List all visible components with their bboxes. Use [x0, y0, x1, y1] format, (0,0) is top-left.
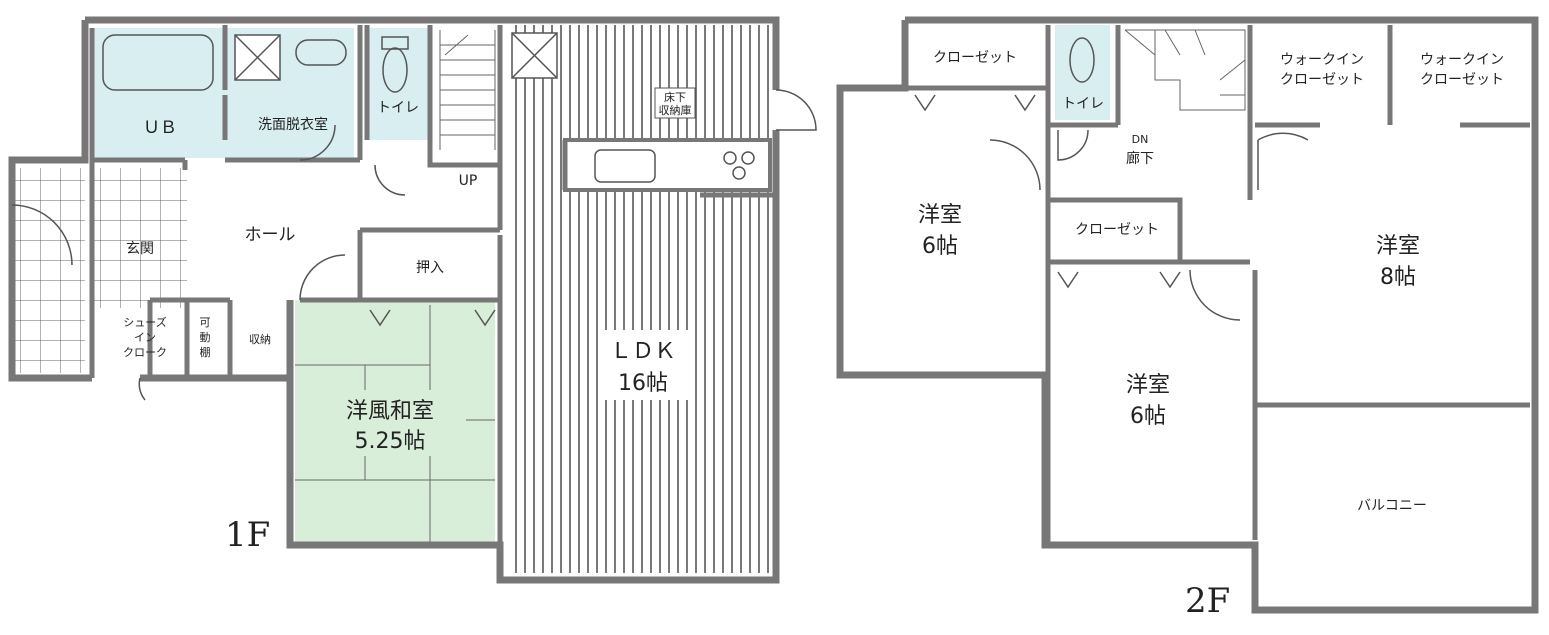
walkin-a-label-1: ウォークイン	[1280, 52, 1364, 68]
shoes-closet-label-1: シューズ	[123, 315, 166, 329]
stove-icon	[723, 151, 755, 180]
room-east-size: 8帖	[1380, 265, 1416, 290]
closet-marker-right	[474, 309, 496, 327]
washroom-label: 洗面脱衣室	[258, 116, 328, 133]
entrance-step-tiles	[92, 168, 187, 308]
stairs-2f	[1124, 29, 1246, 111]
floor-2-label: 2F	[1185, 581, 1230, 621]
hall-label: ホール	[245, 225, 296, 245]
movable-shelf-label-2: 動	[200, 330, 211, 344]
doors-2f	[989, 129, 1309, 321]
floor-1-label: 1F	[225, 515, 270, 555]
doors-1f	[11, 89, 817, 401]
toilet-2f-label: トイレ	[1062, 96, 1104, 112]
japanese-room-name: 洋風和室	[346, 399, 434, 424]
toilet-1f-tank	[381, 36, 409, 50]
underfloor-storage-label-1: 床下	[664, 90, 686, 104]
walkin-a-label-2: クローゼット	[1280, 72, 1364, 88]
ldk-name: ＬＤＫ	[610, 339, 676, 364]
exterior-wall-2f	[836, 16, 1539, 614]
closet-b-label: クローゼット	[1075, 222, 1159, 238]
toilet-2f-fill	[1055, 25, 1110, 120]
ldk-floor	[510, 25, 772, 573]
kitchen-sink	[594, 149, 656, 183]
closet-2f-marker-a	[914, 94, 1036, 112]
washbasin	[295, 39, 347, 66]
toilet-1f-label: トイレ	[377, 100, 419, 116]
corridor-label: 廊下	[1126, 150, 1154, 167]
movable-shelf-label-3: 棚	[200, 345, 211, 359]
storage-label: 収納	[249, 333, 271, 346]
stairs-1f	[439, 30, 496, 150]
entrance-tiles	[15, 168, 85, 373]
closet-2f-marker-b	[1057, 271, 1181, 289]
shoes-closet-label-3: クローク	[123, 346, 167, 359]
walkin-b-label-2: クローゼット	[1420, 72, 1504, 88]
floor-2: クローゼット トイレ ウォークイン クローゼット ウォークイン クローゼット D…	[836, 16, 1539, 621]
closet-a-label: クローゼット	[933, 50, 1017, 66]
japanese-room-size: 5.25帖	[355, 429, 426, 454]
room-west-size: 6帖	[922, 234, 958, 259]
room-west-name: 洋室	[918, 203, 962, 228]
bathtub	[102, 34, 214, 91]
closet-marker-left	[369, 309, 391, 327]
underfloor-storage-box	[654, 87, 696, 119]
walkin-b-label-1: ウォークイン	[1420, 52, 1504, 68]
floor-1: 床下 収納庫	[8, 16, 817, 584]
entrance-label: 玄関	[126, 240, 154, 257]
room-center-name: 洋室	[1126, 373, 1170, 398]
up-label: UP	[459, 173, 478, 189]
toilet-2f-bowl	[1069, 37, 1095, 83]
room-center-size: 6帖	[1130, 404, 1166, 429]
toilet-1f-bowl	[382, 47, 408, 93]
ldk-size: 16帖	[618, 371, 668, 396]
oshiire-label: 押入	[416, 260, 444, 276]
dn-label: DN	[1132, 133, 1149, 146]
underfloor-storage-label-2: 収納庫	[659, 103, 692, 117]
room-east-name: 洋室	[1376, 234, 1420, 259]
toilet-1f-fill	[367, 28, 428, 140]
balcony-label: バルコニー	[1357, 498, 1427, 514]
interior-walls-2f	[840, 25, 1530, 545]
movable-shelf-label-1: 可	[200, 316, 211, 329]
shoes-closet-label-2: イン	[134, 331, 156, 344]
interior-walls-1f	[89, 25, 776, 580]
ub-label: ＵＢ	[143, 118, 177, 138]
